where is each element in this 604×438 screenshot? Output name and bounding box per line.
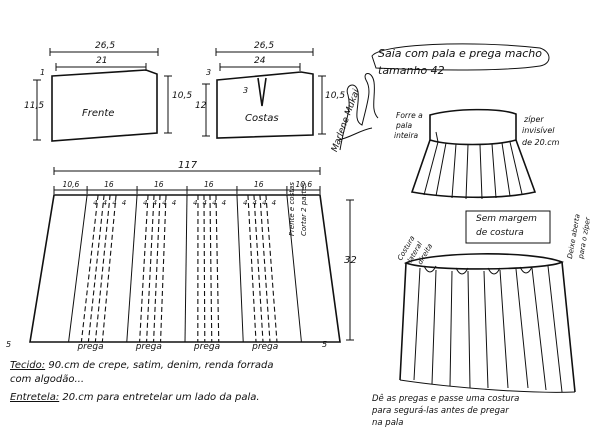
- segment-line: [236, 194, 244, 343]
- pleat-group-label: 4: [202, 199, 208, 207]
- pleat-group-label: 4: [193, 199, 198, 207]
- pleat-fold-line: [259, 194, 271, 343]
- zipper-1: zíper: [524, 115, 544, 124]
- title-line1: Saia com pala e prega macho: [378, 47, 542, 60]
- prega-label: prega: [193, 342, 221, 352]
- instruction-1: Dê as pregas e passe uma costura: [372, 394, 520, 404]
- segment-line: [286, 194, 302, 343]
- entretela-note: Entretela: 20.cm para entretelar um lado…: [10, 392, 260, 403]
- title-line2: tamanho 42: [378, 64, 445, 77]
- signature-mark: [337, 73, 379, 151]
- back-left-offset: 3: [206, 68, 212, 77]
- segment-label: 16: [203, 180, 214, 189]
- pleat-fold-line: [209, 194, 213, 343]
- finished-skirt-illustration: [371, 43, 550, 200]
- pleat-fold-line: [215, 194, 220, 343]
- segment-label: 10,6: [295, 180, 313, 189]
- segment-line: [68, 194, 88, 343]
- pleat-group-label: 4: [112, 199, 117, 207]
- pleat-fold-line: [203, 194, 206, 343]
- pleat-fold-line: [247, 194, 257, 343]
- seam-box-line1: Sem margem: [476, 214, 537, 224]
- pleat-fold-line: [101, 194, 117, 343]
- pleat-fold-line: [87, 194, 105, 343]
- segment-label: 16: [253, 180, 264, 189]
- pleated-detail-drawing: [399, 253, 576, 393]
- pleat-group-label: 4: [242, 199, 248, 207]
- pleat-group-label: 4: [152, 199, 158, 207]
- side-note-1: Frente e costas: [288, 182, 296, 236]
- zipper-3: de 20.cm: [522, 138, 560, 147]
- zipper-2: invisível: [522, 126, 555, 135]
- back-dart: 3: [243, 86, 249, 95]
- pleat-fold-line: [153, 194, 161, 343]
- segment-label: 16: [104, 180, 114, 189]
- pleat-fold-line: [94, 194, 111, 343]
- front-right-height: 10,5: [172, 91, 193, 101]
- seam-box-line2: de costura: [476, 228, 524, 238]
- pleat-fold-line: [80, 194, 99, 343]
- pleat-group-label: 4: [212, 199, 217, 207]
- front-left-height: 11,5: [24, 101, 45, 111]
- pleat-fold-line: [159, 194, 167, 343]
- skirt-total-width: 117: [178, 160, 198, 171]
- pleat-group-label: 4: [121, 199, 127, 207]
- instruction-2: para segurá-las antes de pregar: [372, 406, 509, 416]
- back-right-height: 10,5: [325, 91, 346, 101]
- pleat-group-label: 4: [102, 199, 108, 207]
- side-note-2: Cortar 2 partes: [300, 182, 308, 236]
- pleat-group-label: 4: [162, 199, 167, 207]
- margin-left: 5: [6, 340, 12, 349]
- instruction-3: na pala: [372, 418, 404, 428]
- pleat-group-label: 4: [252, 199, 257, 207]
- forro-3: inteira: [394, 131, 419, 140]
- front-width-top: 21: [96, 56, 108, 66]
- forro-2: pala: [396, 121, 413, 130]
- pleat-group-label: 4: [93, 199, 98, 207]
- segment-label: 16: [154, 180, 164, 189]
- back-width-top: 24: [254, 56, 266, 66]
- back-width-total: 26,5: [254, 41, 275, 51]
- pleat-fold-line: [253, 194, 264, 343]
- pleat-fold-line: [265, 194, 278, 343]
- prega-label: prega: [252, 342, 279, 352]
- back-pala-piece: [202, 48, 326, 139]
- pleat-group-label: 4: [262, 199, 267, 207]
- skirt-height: 32: [344, 255, 357, 266]
- back-label: Costas: [245, 113, 279, 124]
- pleat-group-label: 4: [171, 199, 177, 207]
- front-label: Frente: [82, 108, 115, 119]
- front-left-offset: 1: [40, 68, 46, 77]
- tecido-note: Tecido: 90.cm de crepe, satim, denim, re…: [10, 360, 274, 371]
- margin-right: 5: [322, 340, 328, 349]
- front-pala-piece: [33, 48, 172, 142]
- prega-label: prega: [77, 342, 104, 352]
- seam-allowance-box: [465, 210, 551, 244]
- segment-line: [184, 194, 188, 343]
- front-width-total: 26,5: [95, 41, 116, 51]
- prega-label: prega: [135, 342, 162, 352]
- segment-label: 10,6: [62, 180, 80, 189]
- forro-1: Forre a: [396, 111, 423, 120]
- pleat-group-label: 4: [271, 199, 277, 207]
- pleat-group-label: 4: [221, 199, 227, 207]
- pleat-fold-line: [146, 194, 155, 343]
- pleat-fold-line: [139, 194, 149, 343]
- back-left-height: 12: [195, 101, 207, 111]
- pleat-group-label: 4: [143, 199, 148, 207]
- pleat-lines: [53, 186, 321, 343]
- tecido-note-2: com algodão...: [10, 374, 85, 385]
- segment-line: [126, 194, 138, 343]
